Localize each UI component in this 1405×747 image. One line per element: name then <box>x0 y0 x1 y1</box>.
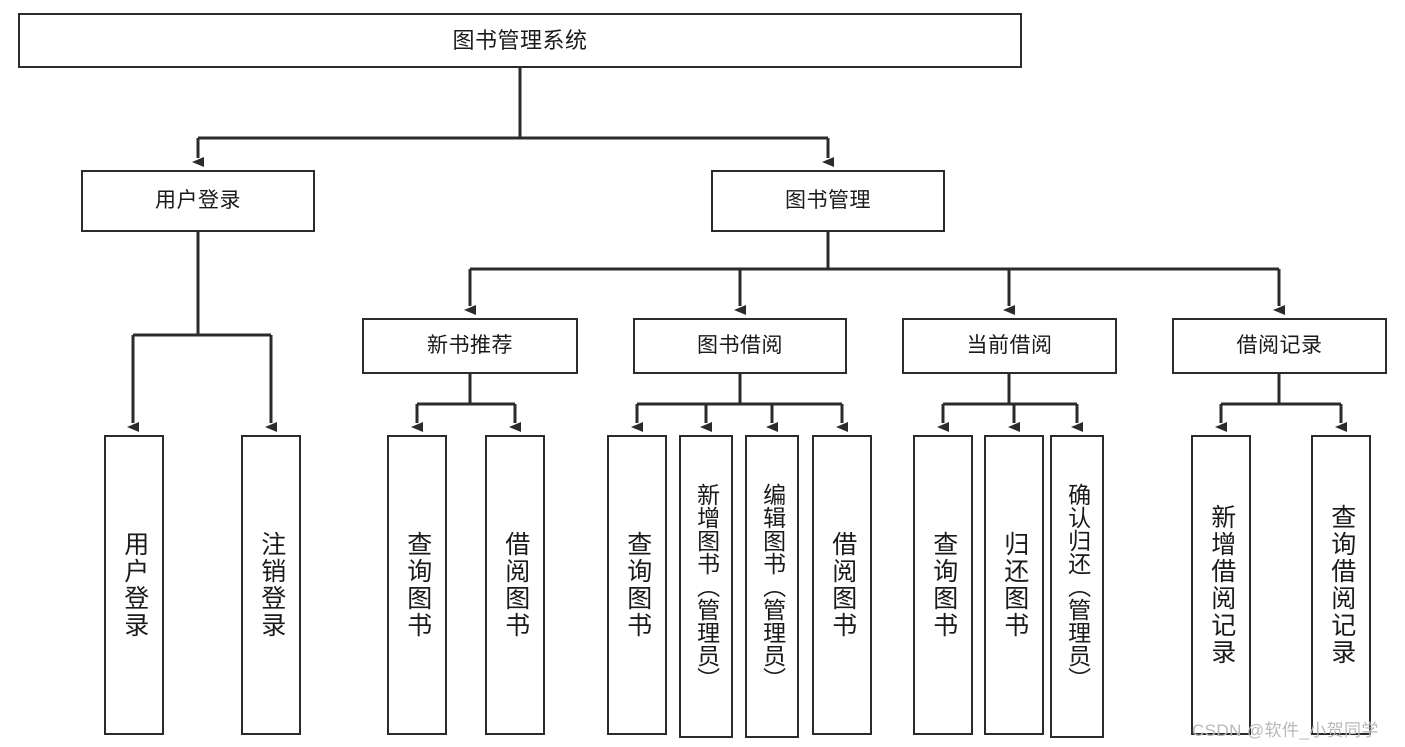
node-leaf-add-book-label: 新增图书（管理员） <box>693 483 720 690</box>
node-leaf-borrow-book-label: 借阅图书 <box>828 531 857 639</box>
node-leaf-add-borrow-record[interactable]: 新增借阅记录 <box>1191 435 1251 735</box>
node-book-borrow[interactable]: 图书借阅 <box>633 318 847 374</box>
node-leaf-logout-label: 注销登录 <box>257 531 286 639</box>
node-leaf-query-book[interactable]: 查询图书 <box>607 435 667 735</box>
node-book-borrow-label: 图书借阅 <box>697 333 783 357</box>
node-leaf-add-book[interactable]: 新增图书（管理员） <box>679 435 733 738</box>
node-book-management[interactable]: 图书管理 <box>711 170 945 232</box>
node-borrow-record[interactable]: 借阅记录 <box>1172 318 1387 374</box>
node-leaf-logout[interactable]: 注销登录 <box>241 435 301 735</box>
node-leaf-query-book-current[interactable]: 查询图书 <box>913 435 973 735</box>
node-leaf-query-borrow-record[interactable]: 查询借阅记录 <box>1311 435 1371 735</box>
node-leaf-query-book-recommend-label: 查询图书 <box>403 531 432 639</box>
node-leaf-confirm-return[interactable]: 确认归还（管理员） <box>1050 435 1104 738</box>
node-book-management-label: 图书管理 <box>785 188 871 212</box>
node-leaf-borrow-book[interactable]: 借阅图书 <box>812 435 872 735</box>
node-current-borrow-label: 当前借阅 <box>966 333 1053 357</box>
node-leaf-edit-book[interactable]: 编辑图书（管理员） <box>745 435 799 738</box>
node-leaf-confirm-return-label: 确认归还（管理员） <box>1064 483 1091 690</box>
node-leaf-query-book-current-label: 查询图书 <box>929 531 958 639</box>
node-leaf-borrow-book-recommend[interactable]: 借阅图书 <box>485 435 545 735</box>
node-user-login-label: 用户登录 <box>155 188 241 212</box>
node-leaf-edit-book-label: 编辑图书（管理员） <box>759 483 786 690</box>
node-current-borrow[interactable]: 当前借阅 <box>902 318 1117 374</box>
node-root-label: 图书管理系统 <box>452 27 588 53</box>
node-leaf-query-book-label: 查询图书 <box>623 531 652 639</box>
node-leaf-query-borrow-record-label: 查询借阅记录 <box>1327 504 1356 666</box>
node-leaf-add-borrow-record-label: 新增借阅记录 <box>1207 504 1236 666</box>
node-leaf-return-book[interactable]: 归还图书 <box>984 435 1044 735</box>
node-borrow-record-label: 借阅记录 <box>1236 333 1323 357</box>
node-leaf-user-login[interactable]: 用户登录 <box>104 435 164 735</box>
node-new-book-recommend[interactable]: 新书推荐 <box>362 318 578 374</box>
node-leaf-borrow-book-recommend-label: 借阅图书 <box>501 531 530 639</box>
node-root[interactable]: 图书管理系统 <box>18 13 1022 68</box>
node-new-book-recommend-label: 新书推荐 <box>427 333 513 357</box>
node-user-login[interactable]: 用户登录 <box>81 170 315 232</box>
csdn-watermark: CSDN @软件_小贺同学 <box>1192 721 1379 740</box>
node-leaf-return-book-label: 归还图书 <box>1000 531 1029 639</box>
node-leaf-query-book-recommend[interactable]: 查询图书 <box>387 435 447 735</box>
node-leaf-user-login-label: 用户登录 <box>120 531 149 639</box>
